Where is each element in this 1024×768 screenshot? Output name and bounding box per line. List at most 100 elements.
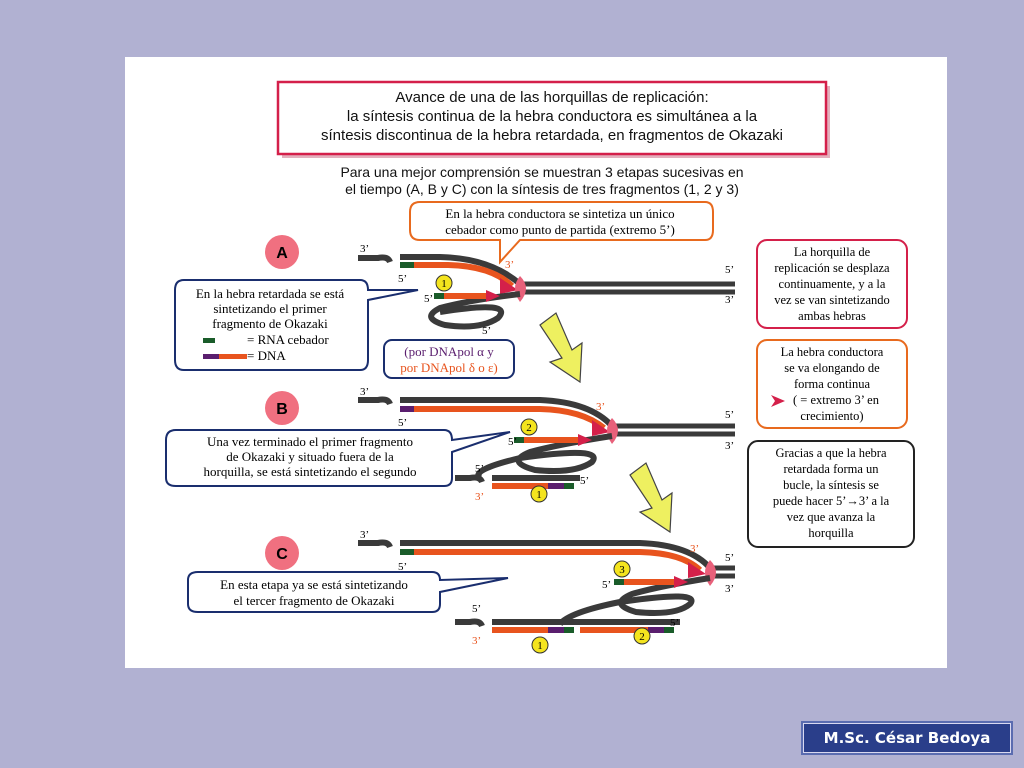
stage-a-leading-growing-end-icon: [500, 278, 518, 294]
callout-b-line-1: Una vez terminado el primer fragmento: [207, 434, 413, 449]
callout-loop: Gracias a que la hebra retardada forma u…: [747, 440, 915, 548]
callout-fork-line-1: La horquilla de: [794, 245, 871, 259]
fragment-badge-1-a: [435, 274, 453, 292]
stage-a-parental-duplex: [522, 281, 735, 295]
fragment-badge-1-c: [531, 636, 549, 654]
callout-lagging-line-3: fragmento de Okazaki: [212, 316, 328, 331]
polymerase-delta: por DNApol δ o ε): [400, 360, 498, 375]
callout-fork-line-3: continuamente, y a la: [779, 277, 886, 291]
fragment-badge-1-b-label: 1: [536, 489, 542, 501]
callout-loop-line-6: horquilla: [808, 526, 854, 540]
fragment-badge-3-c-label: 3: [619, 564, 625, 576]
stage-b-label-5-lagging: 5’: [475, 463, 484, 475]
title-line-3: síntesis discontinua de la hebra retarda…: [321, 127, 783, 144]
stage-a-label-5-top: 5’: [398, 273, 407, 285]
stage-b-label-3-right: 3’: [725, 440, 734, 452]
stage-a-label-3-right: 3’: [725, 294, 734, 306]
fragment-badge-2-b-label: 2: [526, 422, 532, 434]
stage-c-label-3-top-left: 3’: [360, 529, 369, 541]
callout-stage-c: En esta etapa ya se está sintetizando el…: [187, 571, 509, 613]
stage-c-label-5-right: 5’: [725, 552, 734, 564]
callout-b-line-2: de Okazaki y situado fuera de la: [226, 449, 394, 464]
stage-b-leading-growing-end-icon: [592, 420, 610, 436]
stage-b: B 2 1 3’ 5’ 3’ 5’ 5’ 3’ 5’ 5’ 3’: [265, 386, 735, 503]
stage-c-leading-primer: [400, 549, 414, 555]
fragment-badge-2-c-label: 2: [639, 631, 645, 643]
stage-b-fragment-1-primer: [548, 483, 564, 489]
fragment-badge-2-c: [633, 627, 651, 645]
stage-b-leading-primer: [400, 406, 414, 412]
stage-b-leading-strand: [414, 406, 606, 431]
growing-3-end-icon: [771, 395, 785, 407]
callout-leading-primer-line-1: En la hebra conductora se sintetiza un ú…: [445, 206, 674, 221]
legend-dna-swatch: [219, 354, 247, 359]
fragment-badge-1-a-label: 1: [441, 278, 447, 290]
stage-a-label-3-leading: 3’: [505, 259, 514, 271]
stage-c-fragment-3-primer: [614, 579, 624, 585]
subtitle-line-1: Para una mejor comprensión se muestran 3…: [340, 164, 743, 180]
title-box: [276, 80, 828, 156]
callout-fork-line-4: vez se van sintetizando: [774, 293, 890, 307]
stage-a-label-5-right: 5’: [725, 264, 734, 276]
stage-c-label-5-top: 5’: [398, 561, 407, 573]
stage-b-badge: [265, 391, 299, 425]
stage-b-fragment-1-rna: [564, 483, 574, 489]
stage-a-leading-primer: [400, 262, 414, 268]
stage-c-fragment-1-rna: [564, 627, 574, 633]
callout-loop-line-1: Gracias a que la hebra: [775, 446, 886, 460]
callout-elong-line-5: crecimiento): [800, 409, 863, 423]
stage-b-fragment-2-primer: [514, 437, 524, 443]
stage-a-leading-strand: [408, 262, 515, 289]
stage-c-fragment-1-primer: [548, 627, 564, 633]
subtitle-line-2: el tiempo (A, B y C) con la síntesis de …: [345, 181, 739, 197]
legend-rna-label: = RNA cebador: [247, 332, 329, 347]
stage-a-letter: A: [276, 245, 288, 262]
legend-rna-swatch: [203, 338, 215, 343]
stage-b-label-5-fragment: 5’: [508, 436, 517, 448]
callout-lagging-line-2: sintetizando el primer: [213, 301, 327, 316]
stage-c-badge: [265, 536, 299, 570]
callout-fork-moves: La horquilla de replicación se desplaza …: [756, 239, 908, 329]
callout-leading-primer: En la hebra conductora se sintetiza un ú…: [409, 201, 714, 265]
author-badge: M.Sc. César Bedoya: [803, 723, 1011, 753]
stage-c-fragment-2-rna: [664, 627, 674, 633]
progress-arrow-b-to-c: [629, 462, 673, 534]
stage-c-label-3-leading: 3’: [690, 543, 699, 555]
stage-a: A 1 3’ 5’ 3’ 5’ 5’ 5’ 3’: [265, 235, 735, 337]
stage-c-label-5-fragment: 5’: [602, 579, 611, 591]
stage-b-top-parental-strand: [358, 396, 615, 429]
callout-elong-line-2: se va elongando de: [784, 361, 880, 375]
stage-c-label-5-bottom: 5’: [670, 617, 679, 629]
stage-c-label-5-lagging: 5’: [472, 603, 481, 615]
stage-c-lagging-parental-strand: [455, 575, 711, 628]
callout-loop-line-3: bucle, la síntesis se: [783, 478, 879, 492]
stage-a-fragment-1-primer: [434, 293, 444, 299]
stage-c-fragment-3-growing-end-icon: [674, 576, 688, 588]
stage-b-letter: B: [276, 401, 288, 418]
stage-c: C 3 1 2 3’ 5’ 3’ 5’ 5’ 3’ 5’ 5’ 3’: [265, 529, 735, 654]
stage-b-label-3-leading: 3’: [596, 401, 605, 413]
stage-c-leading-growing-end-icon: [688, 562, 706, 578]
callout-fork-line-2: replicación se desplaza: [774, 261, 890, 275]
stage-a-badge: [265, 235, 299, 269]
callout-leading-elongates: La hebra conductora se va elongando de f…: [756, 339, 908, 429]
callout-leading-primer-line-2: cebador como punto de partida (extremo 5…: [445, 222, 675, 237]
callout-elong-line-4: ( = extremo 3’ en: [793, 393, 880, 407]
callout-lagging-first: En la hebra retardada se está sintetizan…: [174, 279, 419, 371]
callout-polymerase: (por DNApol α y por DNApol δ o ε): [383, 339, 515, 379]
progress-arrow-a-to-b: [539, 312, 583, 384]
fragment-badge-2-b: [520, 418, 538, 436]
callout-elong-line-1: La hebra conductora: [781, 345, 884, 359]
stage-b-fragment-2-growing-end-icon: [578, 434, 592, 446]
callout-b-line-3: horquilla, se está sintetizando el segun…: [203, 464, 416, 479]
stage-c-label-3-lagging: 3’: [472, 635, 481, 647]
callout-c-line-2: el tercer fragmento de Okazaki: [234, 593, 395, 608]
stage-b-label-3-lagging: 3’: [475, 491, 484, 503]
title-line-2: la síntesis continua de la hebra conduct…: [347, 108, 758, 125]
stage-b-label-5-top: 5’: [398, 417, 407, 429]
callout-c-line-1: En esta etapa ya se está sintetizando: [220, 577, 408, 592]
fragment-badge-3-c: [613, 560, 631, 578]
stage-a-label-5-lagging: 5’: [482, 325, 491, 337]
stage-b-parental-duplex: [614, 423, 735, 437]
